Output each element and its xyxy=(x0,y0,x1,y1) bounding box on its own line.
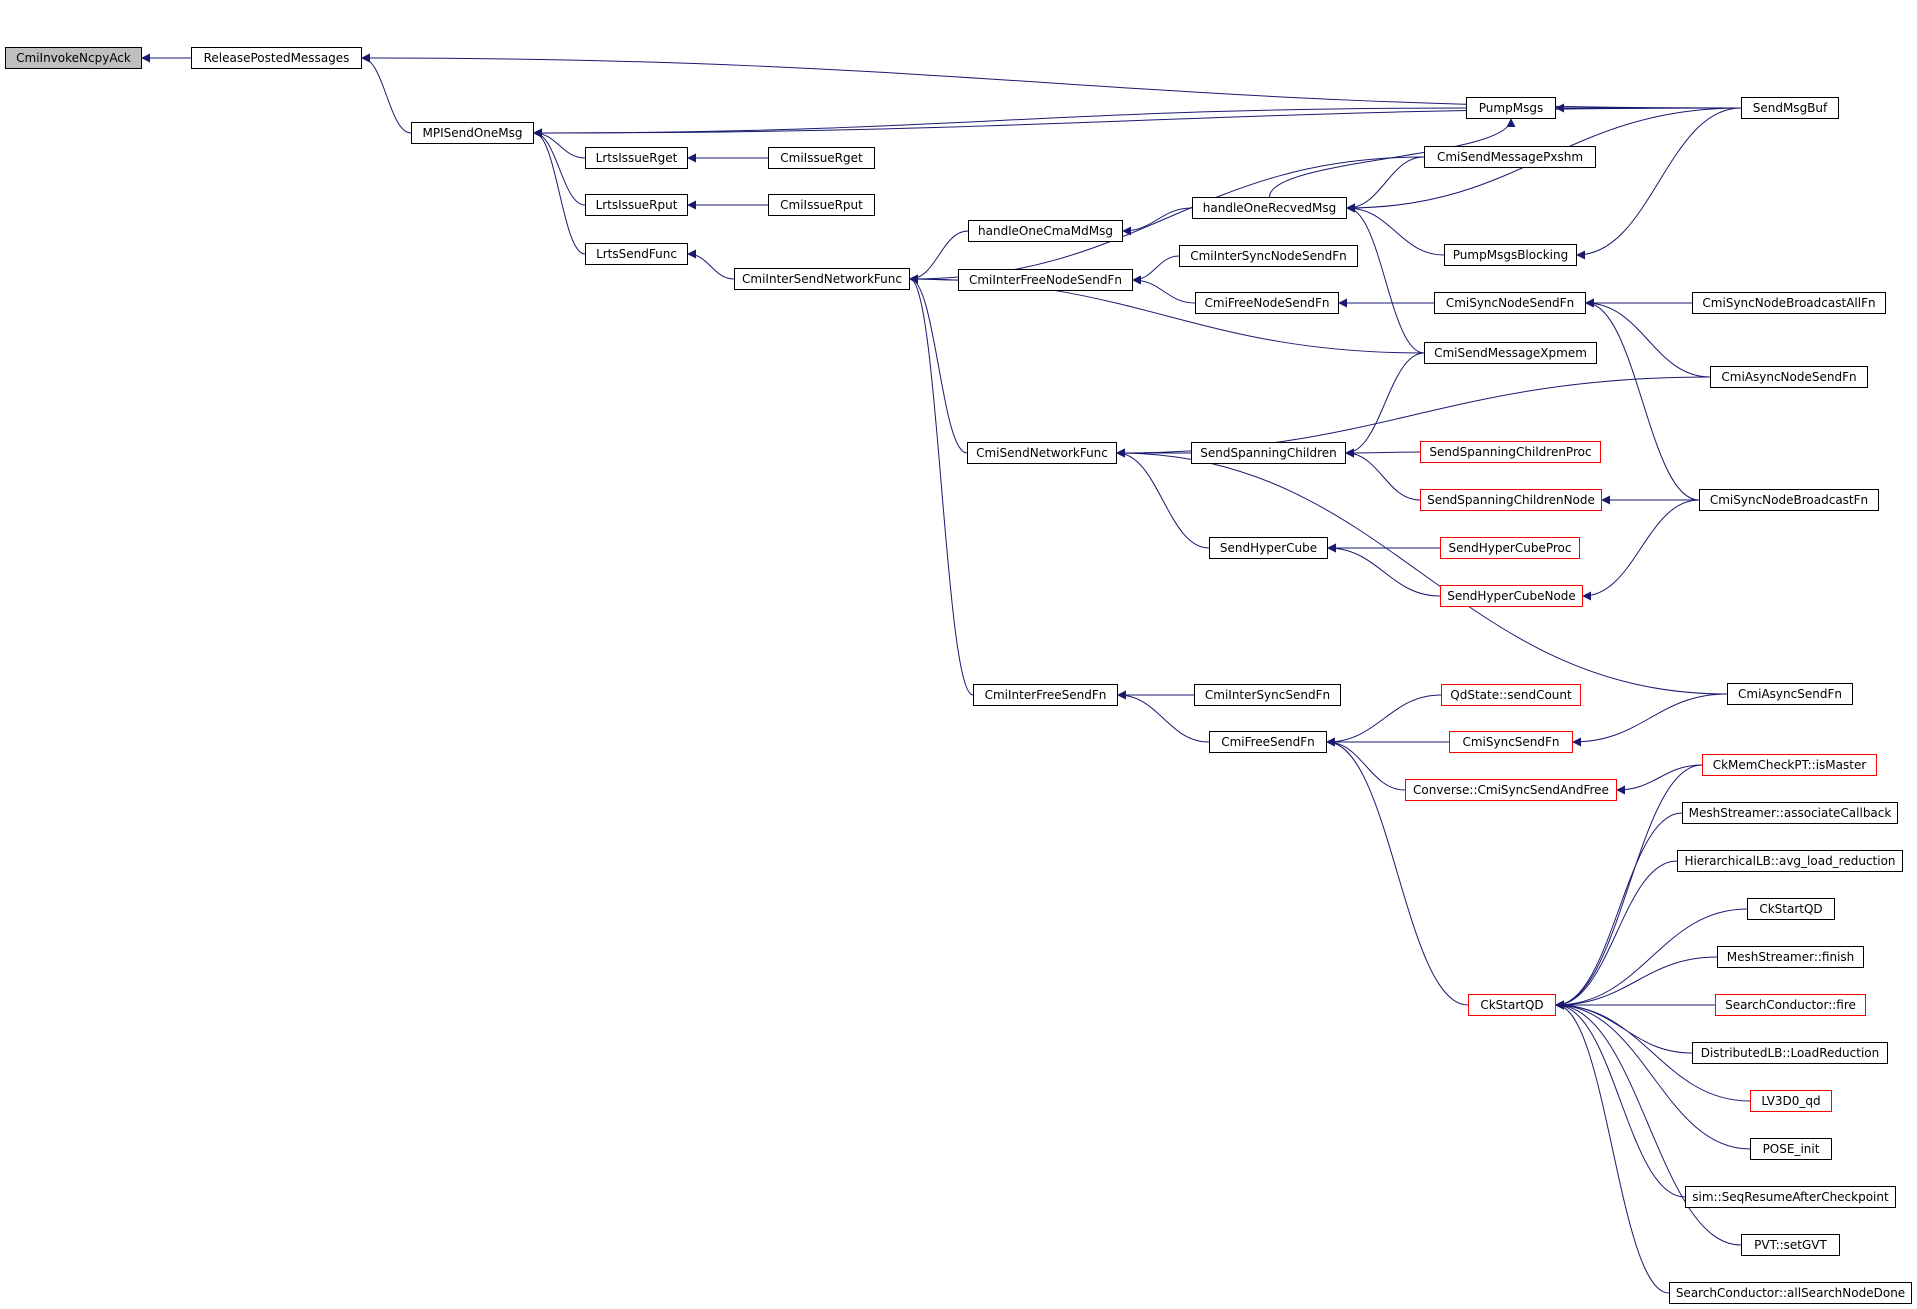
edge-n26-to-n18 xyxy=(1585,298,1700,501)
edge-n41-to-n42 xyxy=(1555,956,1718,1010)
node-cmi-issue-rget[interactable]: CmiIssueRget xyxy=(768,147,875,169)
edge-n12-to-n13 xyxy=(1122,207,1193,236)
node-lrts-send-func[interactable]: LrtsSendFunc xyxy=(585,243,688,265)
node-cmi-invoke-ncpy-ack: CmiInvokeNcpyAck xyxy=(5,47,142,69)
node-cmi-free-node-send-fn[interactable]: CmiFreeNodeSendFn xyxy=(1195,292,1339,314)
node-lrts-issue-rget[interactable]: LrtsIssueRget xyxy=(585,147,688,169)
edge-n14-to-n12 xyxy=(1346,203,1445,256)
node-send-hyper-cube[interactable]: SendHyperCube xyxy=(1209,537,1328,559)
node-send-hyper-cube-node[interactable]: SendHyperCubeNode xyxy=(1440,585,1583,607)
edge-n9-to-n8 xyxy=(687,249,735,280)
edge-n37-to-n36 xyxy=(1616,764,1703,795)
node-cmi-inter-sync-node-send-fn[interactable]: CmiInterSyncNodeSendFn xyxy=(1179,245,1358,267)
node-pump-msgs-blocking[interactable]: PumpMsgsBlocking xyxy=(1444,244,1577,266)
node-cmi-issue-rput[interactable]: CmiIssueRput xyxy=(768,194,875,216)
edge-n39-to-n42 xyxy=(1555,860,1678,1010)
edge-n32-to-n34 xyxy=(1326,694,1442,747)
node-release-posted-messages[interactable]: ReleasePostedMessages xyxy=(191,47,362,69)
node-cmi-async-send-fn[interactable]: CmiAsyncSendFn xyxy=(1727,683,1853,705)
edge-n22-to-n9 xyxy=(909,274,968,454)
node-cmi-send-network-func[interactable]: CmiSendNetworkFunc xyxy=(967,442,1117,464)
edge-n25-to-n23 xyxy=(1345,448,1421,501)
node-qd-state-send-count[interactable]: QdState::sendCount xyxy=(1441,684,1581,706)
edge-n21-to-n18 xyxy=(1585,298,1711,378)
edge-n33-to-n22 xyxy=(1116,448,1728,695)
edge-n33-to-n35 xyxy=(1572,693,1728,747)
node-pump-msgs[interactable]: PumpMsgs xyxy=(1466,97,1556,119)
node-send-spanning-children[interactable]: SendSpanningChildren xyxy=(1191,442,1346,464)
node-sim-seq-resume-after-checkpoint[interactable]: sim::SeqResumeAfterCheckpoint xyxy=(1685,1186,1896,1208)
node-cmi-async-node-send-fn[interactable]: CmiAsyncNodeSendFn xyxy=(1710,366,1868,388)
node-cmi-send-message-xpmem[interactable]: CmiSendMessageXpmem xyxy=(1424,342,1597,364)
edge-n4-to-n2 xyxy=(533,128,586,159)
edge-n3-to-n2 xyxy=(533,107,1742,138)
node-pose-init[interactable]: POSE_init xyxy=(1750,1138,1832,1160)
node-cmi-sync-send-fn[interactable]: CmiSyncSendFn xyxy=(1449,731,1573,753)
node-cmi-inter-sync-send-fn[interactable]: CmiInterSyncSendFn xyxy=(1194,684,1341,706)
node-distributed-lb-load-reduction[interactable]: DistributedLB::LoadReduction xyxy=(1692,1042,1888,1064)
edge-n24-to-n23 xyxy=(1345,448,1421,458)
edge-n40-to-n42 xyxy=(1555,908,1748,1010)
edge-n42-to-n34 xyxy=(1326,737,1469,1006)
edge-n16-to-n15 xyxy=(1132,255,1180,285)
edge-n46-to-n42 xyxy=(1555,1000,1751,1150)
node-handle-one-cma-md-msg[interactable]: handleOneCmaMdMsg xyxy=(968,220,1123,242)
edge-n8-to-n2 xyxy=(533,128,586,255)
edge-n48-to-n42 xyxy=(1555,1000,1742,1246)
node-lv3d0-qd[interactable]: LV3D0_qd xyxy=(1750,1090,1832,1112)
node-ck-mem-check-pt-is-master[interactable]: CkMemCheckPT::isMaster xyxy=(1702,754,1877,776)
node-cmi-sync-node-broadcast-all-fn[interactable]: CmiSyncNodeBroadcastAllFn xyxy=(1692,292,1886,314)
edge-n47-to-n42 xyxy=(1555,1000,1686,1198)
node-lrts-issue-rput[interactable]: LrtsIssueRput xyxy=(585,194,688,216)
node-cmi-sync-node-send-fn[interactable]: CmiSyncNodeSendFn xyxy=(1434,292,1586,314)
edge-n26-to-n29 xyxy=(1582,499,1700,601)
edge-n30-to-n9 xyxy=(909,274,974,696)
node-cmi-sync-node-broadcast-fn[interactable]: CmiSyncNodeBroadcastFn xyxy=(1699,489,1879,511)
edge-n2-to-n1 xyxy=(361,53,412,134)
node-cmi-send-message-pxshm[interactable]: CmiSendMessagePxshm xyxy=(1424,146,1596,168)
node-ck-start-qd-caller[interactable]: CkStartQD xyxy=(1747,898,1835,920)
node-cmi-inter-free-node-send-fn[interactable]: CmiInterFreeNodeSendFn xyxy=(958,269,1133,291)
node-ck-start-qd[interactable]: CkStartQD xyxy=(1468,994,1556,1016)
node-hierarchical-lb-avg-load-reduction[interactable]: HierarchicalLB::avg_load_reduction xyxy=(1677,850,1903,872)
node-search-conductor-all-search-node-done[interactable]: SearchConductor::allSearchNodeDone xyxy=(1669,1282,1912,1304)
edge-n29-to-n27 xyxy=(1327,543,1441,597)
edge-n17-to-n15 xyxy=(1132,275,1196,304)
edge-n3-to-n14 xyxy=(1576,107,1742,260)
node-send-spanning-children-proc[interactable]: SendSpanningChildrenProc xyxy=(1420,441,1601,463)
node-search-conductor-fire[interactable]: SearchConductor::fire xyxy=(1715,994,1866,1016)
edge-n11-to-n12 xyxy=(1346,156,1425,213)
edge-n36-to-n34 xyxy=(1326,737,1406,791)
node-send-spanning-children-node[interactable]: SendSpanningChildrenNode xyxy=(1420,489,1602,511)
edge-n10-to-n2 xyxy=(533,107,1467,138)
node-send-hyper-cube-proc[interactable]: SendHyperCubeProc xyxy=(1440,537,1580,559)
node-cmi-inter-send-network-func[interactable]: CmiInterSendNetworkFunc xyxy=(734,268,910,290)
node-cmi-inter-free-send-fn[interactable]: CmiInterFreeSendFn xyxy=(973,684,1118,706)
edge-n49-to-n42 xyxy=(1555,1000,1670,1294)
node-cmi-free-send-fn[interactable]: CmiFreeSendFn xyxy=(1209,731,1327,753)
edge-n20-to-n23 xyxy=(1345,352,1425,458)
edge-n45-to-n42 xyxy=(1555,1000,1751,1102)
node-converse-cmi-sync-send-and-free[interactable]: Converse::CmiSyncSendAndFree xyxy=(1405,779,1617,801)
edge-n20-to-n12 xyxy=(1346,203,1425,354)
node-mpi-send-one-msg[interactable]: MPISendOneMsg xyxy=(411,122,534,144)
node-mesh-streamer-associate-callback[interactable]: MeshStreamer::associateCallback xyxy=(1682,802,1898,824)
edge-n37-to-n42 xyxy=(1555,764,1703,1010)
node-handle-one-recved-msg[interactable]: handleOneRecvedMsg xyxy=(1192,197,1347,219)
edge-n38-to-n42 xyxy=(1555,812,1683,1010)
node-send-msg-buf[interactable]: SendMsgBuf xyxy=(1741,97,1839,119)
node-mesh-streamer-finish[interactable]: MeshStreamer::finish xyxy=(1717,946,1864,968)
edge-n27-to-n22 xyxy=(1116,448,1210,549)
node-pvt-set-gvt[interactable]: PVT::setGVT xyxy=(1741,1234,1840,1256)
edge-n34-to-n30 xyxy=(1117,690,1210,743)
